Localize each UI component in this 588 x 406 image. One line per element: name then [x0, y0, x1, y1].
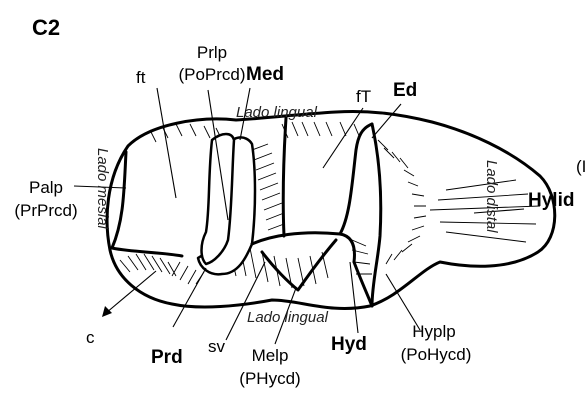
label-hyd: Hyd: [331, 334, 367, 355]
trigonid-front-line: [112, 152, 126, 248]
label-melp-alt: (PHycd): [239, 369, 300, 388]
label-palp: Palp: [29, 178, 63, 197]
label-med: Med: [246, 64, 284, 85]
panel-label: C2: [32, 15, 60, 40]
label-prd: Prd: [151, 347, 183, 368]
leader-ft-upper: [323, 108, 363, 168]
label-hyplp-alt: (PoHycd): [401, 345, 472, 364]
label-lado-mesial: Lado mesial: [94, 148, 111, 230]
leader-ed: [372, 104, 401, 138]
leader-prd: [173, 268, 206, 327]
label-prlp: Prlp: [197, 43, 227, 62]
label-palp-alt: (PrPrcd): [14, 201, 77, 220]
hypoconid-line: [354, 262, 372, 306]
leader-ft-left: [157, 88, 176, 198]
arrow-c-head: [102, 306, 112, 317]
label-hylid: Hylid: [528, 190, 574, 211]
leader-lines: [74, 88, 524, 344]
label-melp: Melp: [252, 346, 289, 365]
labels: C2 ft Prlp (PoPrcd) Med fT Ed Lado lingu…: [14, 15, 586, 388]
label-c: c: [86, 328, 95, 347]
paracristid-line: [112, 248, 182, 256]
label-lado-lingual-bottom: Lado lingual: [247, 309, 329, 326]
arrow-c-line: [106, 271, 156, 313]
label-hyplp: Hyplp: [412, 322, 455, 341]
talonid-divider: [283, 118, 286, 236]
label-edge-partial: (I: [576, 157, 586, 176]
tooth-hatching: [120, 122, 540, 288]
label-lado-distal: Lado distal: [483, 160, 500, 233]
hypolophid-crest: [340, 124, 372, 234]
label-lado-lingual-top: Lado lingual: [236, 104, 318, 121]
ed-crest: [372, 124, 381, 306]
label-ft-upper: fT: [356, 87, 371, 106]
label-ft-left: ft: [136, 68, 146, 87]
label-sv: sv: [208, 337, 226, 356]
label-prlp-alt: (PoPrcd): [178, 65, 245, 84]
label-ed: Ed: [393, 80, 417, 101]
